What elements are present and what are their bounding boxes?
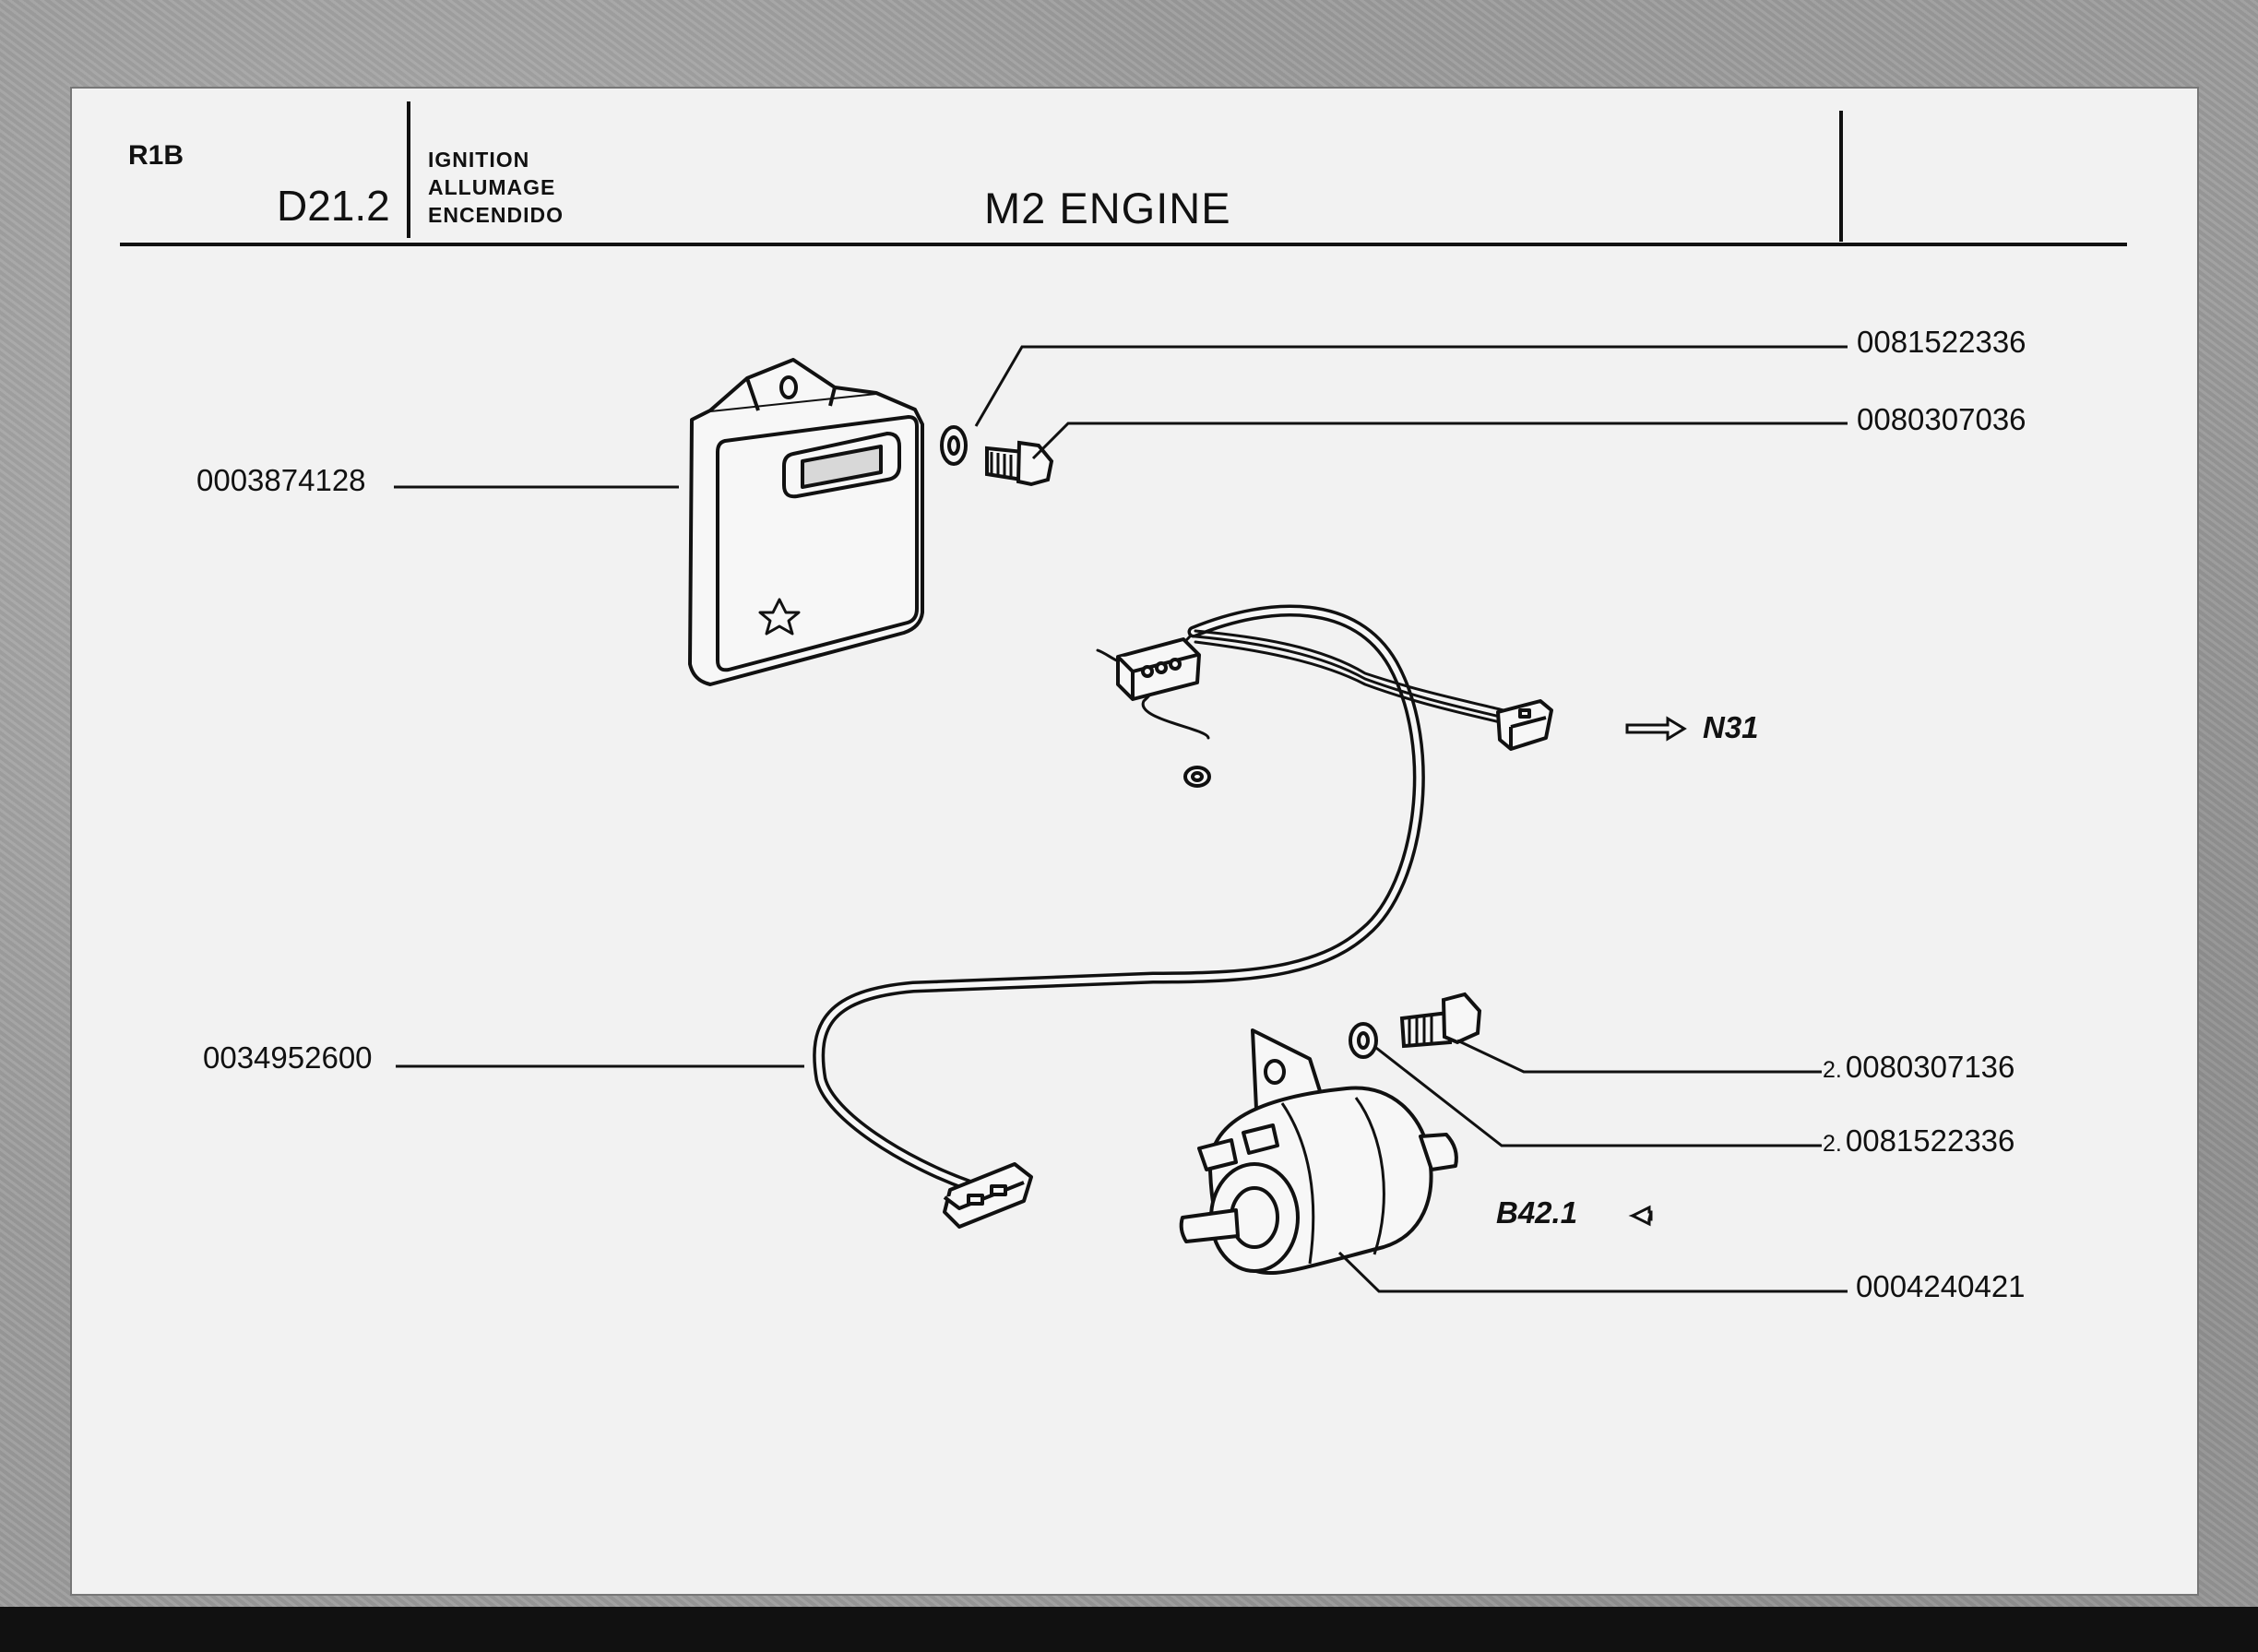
- reference-arrows: [1625, 716, 1687, 1227]
- leader-lines: [394, 345, 1848, 1293]
- header-rules: [120, 101, 2127, 246]
- module-washer-bolt: [940, 425, 1054, 487]
- wiring-harness-drawing: [813, 604, 1505, 1192]
- quantity-label: 2.: [1823, 1057, 1842, 1083]
- part-number-label: 0004240421: [1856, 1269, 2026, 1303]
- sheet-code: R1B: [128, 140, 184, 171]
- title-line: IGNITION: [428, 148, 530, 172]
- cross-reference-b42: B42.1: [1496, 1195, 1578, 1230]
- parts-sheet: [72, 89, 2197, 1594]
- sensor-washer-bolt: [1349, 992, 1482, 1059]
- part-number-label: 0034952600: [203, 1040, 373, 1075]
- part-number-label: 2.0080307136: [1823, 1050, 2015, 1084]
- part-number-label: 0080307036: [1857, 402, 2026, 436]
- part-number-label: 0081522336: [1857, 325, 2026, 359]
- harness-connectors: [943, 637, 1553, 1229]
- group-code: D21.2: [277, 182, 390, 230]
- part-number-label: 0003874128: [196, 463, 366, 497]
- scanner-bottom-bar: [0, 1607, 2258, 1652]
- title-line: ALLUMAGE: [428, 175, 556, 199]
- engine-title: M2 ENGINE: [984, 184, 1231, 232]
- cross-reference-n31: N31: [1703, 710, 1759, 744]
- arrow-right-icon: [1625, 716, 1687, 742]
- ignition-module-drawing: [688, 358, 924, 686]
- title-line: ENCENDIDO: [428, 203, 564, 227]
- part-number-label: 2.0081522336: [1823, 1123, 2015, 1158]
- quantity-label: 2.: [1823, 1131, 1842, 1157]
- sensor-drawing: [1179, 1028, 1458, 1276]
